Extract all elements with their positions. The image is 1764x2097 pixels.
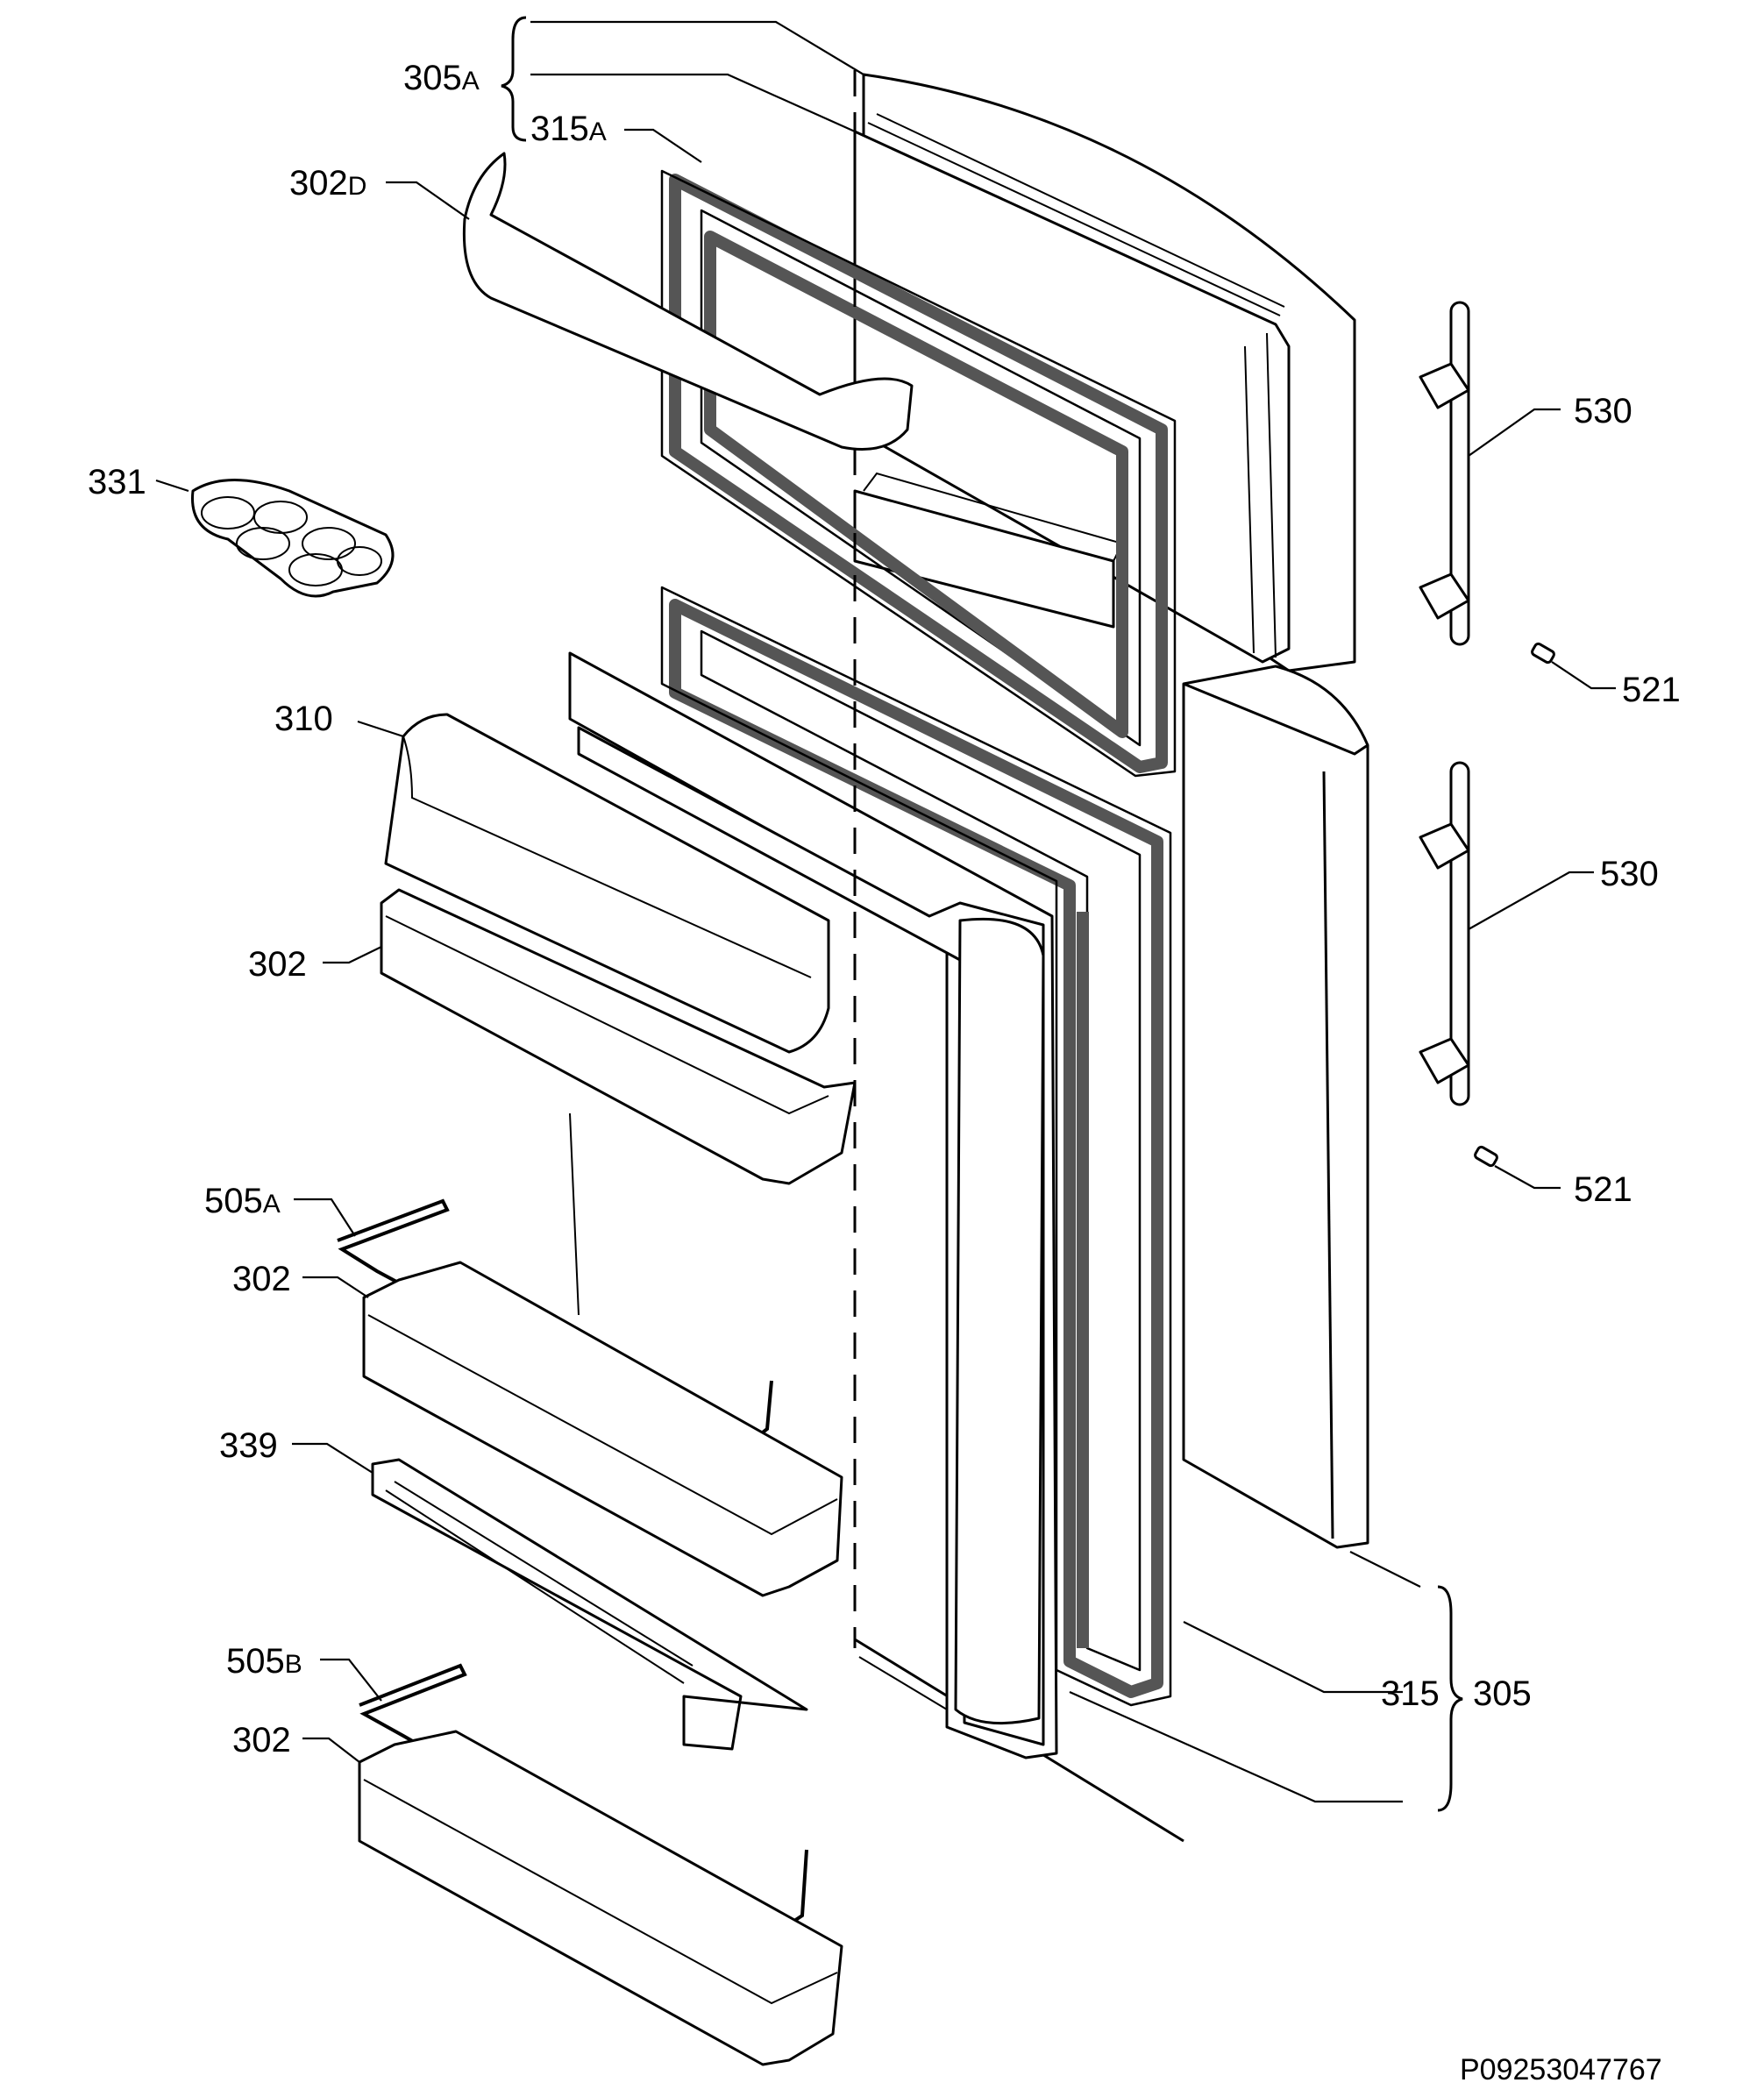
label-530-lower: 530	[1600, 855, 1659, 893]
label-521-lower: 521	[1574, 1170, 1632, 1209]
leader-lines	[155, 20, 1616, 1803]
shelf-302d	[462, 152, 914, 451]
upper-handle	[1419, 301, 1470, 646]
brace-305	[1437, 1585, 1463, 1812]
diagram-reference-code: P09253047767	[1460, 2053, 1662, 2086]
label-302-upper: 302	[248, 945, 307, 984]
fridge-gasket	[660, 586, 1172, 1707]
screw-lower	[1474, 1145, 1498, 1168]
brace-305a	[501, 16, 527, 142]
lower-handle	[1419, 761, 1470, 1106]
shelf-302-upper	[380, 888, 857, 1185]
label-331: 331	[88, 463, 146, 501]
label-305: 305	[1473, 1674, 1532, 1713]
label-305a: 305A	[403, 59, 480, 97]
label-315: 315	[1381, 1674, 1440, 1713]
freezer-door	[853, 73, 1356, 672]
label-530-upper: 530	[1574, 392, 1632, 430]
label-302-middle: 302	[232, 1260, 291, 1298]
fridge-door	[854, 665, 1369, 1843]
shelf-302-bottom	[358, 1730, 843, 2066]
shelf-302-middle	[362, 1261, 843, 1597]
label-310: 310	[274, 700, 333, 738]
door-liner	[568, 651, 1058, 1759]
label-302-bottom: 302	[232, 1721, 291, 1759]
label-505a: 505A	[204, 1182, 281, 1220]
egg-tray	[191, 479, 395, 598]
label-339: 339	[219, 1426, 278, 1465]
dairy-cover-310	[384, 713, 830, 1054]
label-505b: 505B	[226, 1642, 302, 1681]
label-302d: 302D	[289, 164, 366, 203]
label-315a: 315A	[530, 110, 607, 148]
screw-upper	[1531, 642, 1555, 665]
label-521-upper: 521	[1622, 671, 1681, 709]
tray-339	[371, 1458, 808, 1751]
